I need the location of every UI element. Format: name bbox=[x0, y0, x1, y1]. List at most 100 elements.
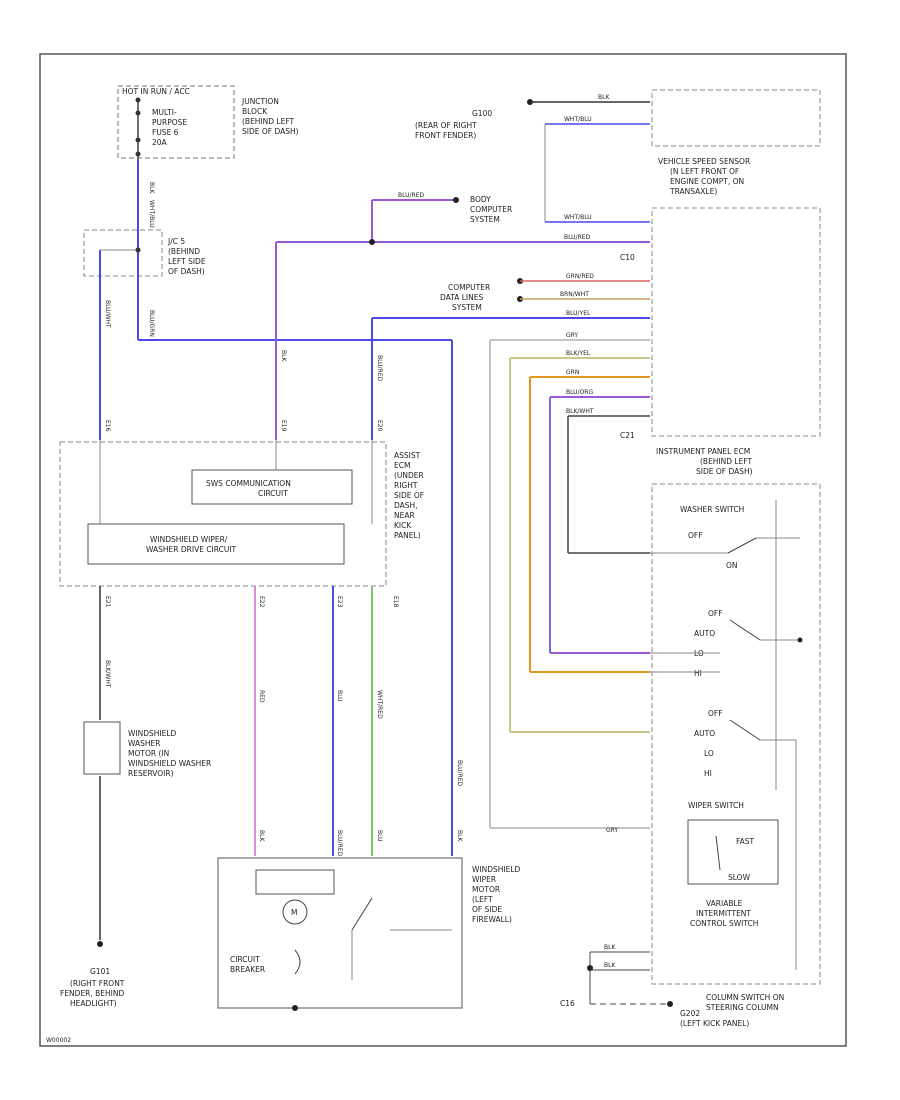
vss-outline bbox=[651, 89, 821, 147]
g101-note-1: (RIGHT FRONT bbox=[70, 979, 125, 988]
wiper-motor-switch bbox=[351, 897, 373, 931]
wire-label-blu-m: BLU bbox=[376, 830, 383, 842]
vss-note-3: ENGINE COMPT, ON bbox=[670, 177, 744, 186]
body-computer-2: COMPUTER bbox=[470, 205, 512, 214]
vss-note-1: VEHICLE SPEED SENSOR bbox=[658, 157, 750, 166]
washer-motor-box bbox=[83, 721, 121, 775]
wire-label-blu-org: BLU/ORG bbox=[566, 389, 593, 396]
wire-label-blk-d: BLK bbox=[456, 830, 463, 842]
wire-label-blu-yel: BLU/YEL bbox=[566, 310, 591, 317]
wire-label-blk-wht-b: BLK/WHT bbox=[104, 660, 111, 688]
computer-data-3: SYSTEM bbox=[452, 303, 482, 312]
circuit-breaker-1: CIRCUIT bbox=[230, 955, 260, 964]
vss-note-2: (N LEFT FRONT OF bbox=[670, 167, 739, 176]
wiper-motor-6: FIREWALL) bbox=[472, 915, 512, 924]
wiper-motor-1: WINDSHIELD bbox=[472, 865, 521, 874]
ipecm-note-3: SIDE OF DASH) bbox=[696, 467, 753, 476]
fuse-dot-2 bbox=[135, 110, 141, 116]
fuse-label-3: FUSE 6 bbox=[152, 128, 179, 137]
wiper-motor-box bbox=[217, 857, 463, 1009]
wire-label-blk-wht: BLK/WHT bbox=[566, 408, 594, 415]
wire-label-red: RED bbox=[258, 690, 265, 703]
wiper-off: OFF bbox=[708, 709, 723, 718]
wire-label-wht-blu-top: WHT/BLU bbox=[564, 116, 592, 123]
washer-motor-5: RESERVOIR) bbox=[128, 769, 174, 778]
connector-c16: C16 bbox=[560, 999, 575, 1008]
assist-ecm-8: KICK bbox=[394, 521, 412, 530]
washer-switch-blade bbox=[727, 537, 757, 554]
wire-label-wht-red: WHT/RED bbox=[376, 690, 383, 719]
jc5-label-4: OF DASH) bbox=[168, 267, 205, 276]
wire-label-blu-grn: BLU/GRN bbox=[148, 310, 155, 337]
wiper-motor-inner bbox=[255, 869, 335, 895]
int-hi: HI bbox=[694, 669, 702, 678]
hot-label: HOT IN RUN / ACC bbox=[122, 87, 190, 96]
jc5-label-2: (BEHIND bbox=[168, 247, 200, 256]
g101-note-3: HEADLIGHT) bbox=[70, 999, 117, 1008]
ipecm-note-1: INSTRUMENT PANEL ECM bbox=[656, 447, 750, 456]
g100-note-2: FRONT FENDER) bbox=[415, 131, 476, 140]
footer-code: W00002 bbox=[46, 1037, 71, 1044]
body-computer-1: BODY bbox=[470, 195, 491, 204]
wiper-drive-1: WINDSHIELD WIPER/ bbox=[150, 535, 228, 544]
connector-e20: E20 bbox=[376, 420, 383, 432]
circuit-breaker-2: BREAKER bbox=[230, 965, 265, 974]
c10-label: C10 bbox=[620, 253, 635, 262]
int-sw-dot bbox=[797, 637, 803, 643]
wire-label-blk-top: BLK bbox=[598, 94, 610, 101]
g202-note: (LEFT KICK PANEL) bbox=[680, 1019, 749, 1028]
assist-ecm-3: (UNDER bbox=[394, 471, 424, 480]
g202-label: G202 bbox=[680, 1009, 700, 1018]
wire-label-blu: BLU bbox=[336, 690, 343, 702]
fuse-label-2: PURPOSE bbox=[152, 118, 187, 127]
wire-label-gry: GRY bbox=[566, 332, 578, 339]
fuse-dot-3 bbox=[135, 137, 141, 143]
c21-label: C21 bbox=[620, 431, 635, 440]
wiper-hi: HI bbox=[704, 769, 712, 778]
wire-label-blk-yel: BLK/YEL bbox=[566, 350, 591, 357]
g100-note-1: (REAR OF RIGHT bbox=[415, 121, 477, 130]
assist-ecm-6: DASH, bbox=[394, 501, 418, 510]
g101-label: G101 bbox=[90, 967, 110, 976]
int-switch-note-1: VARIABLE bbox=[706, 899, 743, 908]
washer-motor-3: MOTOR (IN bbox=[128, 749, 169, 758]
wiper-lo: LO bbox=[704, 749, 714, 758]
fuse-dot-1 bbox=[135, 97, 141, 103]
g101-note-2: FENDER, BEHIND bbox=[60, 989, 125, 998]
fuse-label-4: 20A bbox=[152, 138, 168, 147]
assist-ecm-1: ASSIST bbox=[394, 451, 421, 460]
wire-label-grn-red: GRN/RED bbox=[566, 273, 594, 280]
purple-junction-dot bbox=[369, 239, 375, 245]
wiper-switch-label: WIPER SWITCH bbox=[688, 801, 744, 810]
wire-label-grn: GRN bbox=[566, 369, 579, 376]
jc5-label-1: J/C 5 bbox=[167, 237, 185, 246]
int-auto: AUTO bbox=[694, 629, 715, 638]
wire-label-wht-blu-1: WHT/BLU bbox=[148, 200, 155, 228]
wire-label-blk-c: BLK bbox=[258, 830, 265, 842]
motor-m: M bbox=[291, 908, 297, 917]
breaker-ground bbox=[292, 1005, 298, 1011]
wiper-motor-3: MOTOR bbox=[472, 885, 500, 894]
g101-ground-dot bbox=[97, 941, 103, 947]
column-switch-note-1: COLUMN SWITCH ON bbox=[706, 993, 784, 1002]
sws-circuit-2: CIRCUIT bbox=[258, 489, 288, 498]
int-control-blade bbox=[715, 835, 721, 871]
assist-ecm-2: ECM bbox=[394, 461, 410, 470]
assist-ecm-7: NEAR bbox=[394, 511, 415, 520]
connector-e21: E21 bbox=[104, 596, 111, 608]
wire-label-blu-red-body: BLU/RED bbox=[398, 192, 425, 199]
wiper-motor-5: OF SIDE bbox=[472, 905, 502, 914]
fuse-dot-4 bbox=[135, 151, 141, 157]
fast-label: FAST bbox=[736, 837, 755, 846]
int-switch-note-3: CONTROL SWITCH bbox=[690, 919, 758, 928]
ipecm-note-2: (BEHIND LEFT bbox=[700, 457, 753, 466]
int-switch-note-2: INTERMITTENT bbox=[696, 909, 751, 918]
connector-e19: E19 bbox=[280, 420, 287, 432]
ground-dot-1 bbox=[587, 965, 593, 971]
washer-motor-2: WASHER bbox=[128, 739, 161, 748]
breaker-symbol bbox=[294, 949, 301, 975]
wiper-motor-2: WIPER bbox=[472, 875, 496, 884]
wiper-motor-4: (LEFT bbox=[472, 895, 493, 904]
fuse-label-1: MULTI- bbox=[152, 108, 177, 117]
